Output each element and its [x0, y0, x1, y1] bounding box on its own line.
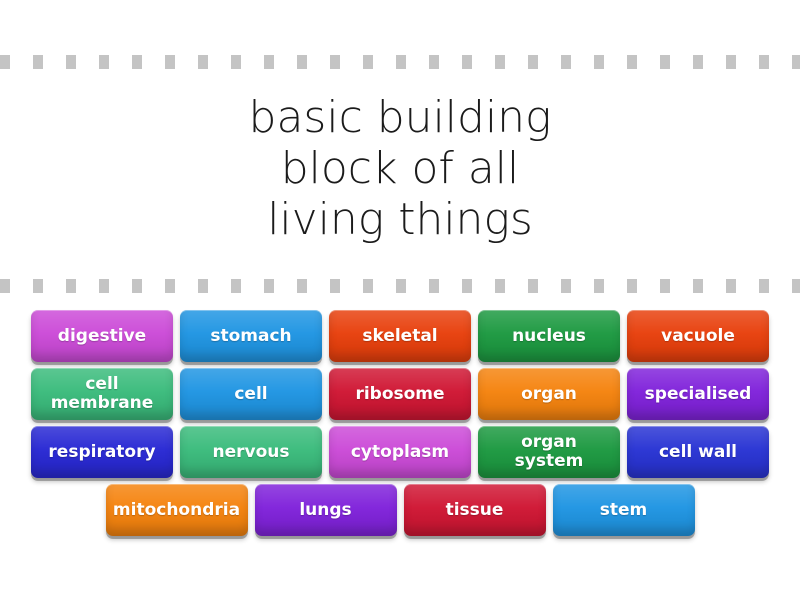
dash-segment: [165, 279, 175, 293]
dash-segment: [99, 55, 109, 69]
dash-segment: [297, 55, 307, 69]
dash-segment: [165, 55, 175, 69]
dash-segment: [594, 279, 604, 293]
dash-segment: [396, 279, 406, 293]
answer-tile-label: nervous: [212, 441, 290, 462]
dash-segment: [462, 55, 472, 69]
dash-segment: [297, 279, 307, 293]
answer-tile[interactable]: cell wall: [627, 426, 769, 478]
dash-segment: [66, 55, 76, 69]
answer-tile[interactable]: nucleus: [478, 310, 620, 362]
dash-segment: [0, 279, 10, 293]
dash-segment: [231, 55, 241, 69]
answer-tile[interactable]: vacuole: [627, 310, 769, 362]
top-dashed-rule: [0, 55, 800, 69]
answer-tile[interactable]: organ system: [478, 426, 620, 478]
answer-tile[interactable]: stem: [552, 484, 695, 536]
answer-tile-row: digestive stomach skeletal nucleus vacuole: [0, 310, 800, 362]
answer-tile-label: stomach: [210, 325, 292, 346]
answer-tile-label: organ system: [514, 432, 584, 471]
answer-tile[interactable]: tissue: [403, 484, 546, 536]
dash-segment: [198, 279, 208, 293]
dash-segment: [198, 55, 208, 69]
dash-segment: [363, 279, 373, 293]
answer-tile-label: mitochondria: [112, 499, 241, 520]
answer-tile[interactable]: cell membrane: [31, 368, 173, 420]
answer-tile-label: nucleus: [512, 325, 586, 346]
dash-segment: [429, 55, 439, 69]
answer-tile-label: respiratory: [48, 441, 156, 462]
answer-tile[interactable]: mitochondria: [105, 484, 248, 536]
answer-tile-label: skeletal: [362, 325, 438, 346]
answer-tile-label: digestive: [57, 325, 147, 346]
dash-segment: [231, 279, 241, 293]
dash-segment: [66, 279, 76, 293]
dash-segment: [396, 55, 406, 69]
dash-segment: [264, 279, 274, 293]
answer-tile-label: ribosome: [355, 383, 445, 404]
answer-tile-label: cell membrane: [50, 374, 154, 413]
dash-segment: [726, 279, 736, 293]
bottom-dashed-rule: [0, 279, 800, 293]
answer-tile-row: respiratory nervous cytoplasm organ system c…: [0, 426, 800, 478]
dash-segment: [759, 55, 769, 69]
dash-segment: [693, 279, 703, 293]
dash-segment: [99, 279, 109, 293]
answer-tile[interactable]: organ: [478, 368, 620, 420]
dash-segment: [495, 279, 505, 293]
dash-segment: [726, 55, 736, 69]
dash-segment: [660, 55, 670, 69]
dash-segment: [330, 279, 340, 293]
dash-segment: [792, 279, 800, 293]
answer-tile-row: mitochondria lungs tissue stem: [0, 484, 800, 536]
answer-tile-label: organ: [521, 383, 577, 404]
dash-segment: [330, 55, 340, 69]
answer-tile-label: tissue: [445, 499, 504, 520]
dash-segment: [462, 279, 472, 293]
dash-segment: [561, 279, 571, 293]
dash-segment: [132, 279, 142, 293]
answer-tile-board: digestive stomach skeletal nucleus vacuole ce…: [0, 310, 800, 542]
answer-tile-label: stem: [599, 499, 648, 520]
answer-tile-label: cell: [234, 383, 268, 404]
dash-segment: [495, 55, 505, 69]
dash-segment: [627, 279, 637, 293]
answer-tile-label: cytoplasm: [350, 441, 450, 462]
dash-segment: [594, 55, 604, 69]
dash-segment: [759, 279, 769, 293]
answer-tile[interactable]: cell: [180, 368, 322, 420]
answer-tile[interactable]: ribosome: [329, 368, 471, 420]
dash-segment: [561, 55, 571, 69]
answer-tile[interactable]: skeletal: [329, 310, 471, 362]
dash-segment: [792, 55, 800, 69]
answer-tile-label: lungs: [299, 499, 352, 520]
answer-tile[interactable]: stomach: [180, 310, 322, 362]
answer-tile[interactable]: respiratory: [31, 426, 173, 478]
answer-tile[interactable]: specialised: [627, 368, 769, 420]
answer-tile[interactable]: digestive: [31, 310, 173, 362]
dash-segment: [33, 279, 43, 293]
dash-segment: [0, 55, 10, 69]
dash-segment: [528, 55, 538, 69]
answer-tile[interactable]: cytoplasm: [329, 426, 471, 478]
prompt-text: basic building block of all living thing…: [248, 92, 552, 245]
dash-segment: [33, 55, 43, 69]
dash-segment: [264, 55, 274, 69]
dash-segment: [429, 279, 439, 293]
dash-segment: [627, 55, 637, 69]
answer-tile-label: specialised: [644, 383, 752, 404]
answer-tile-row: cell membrane cell ribosome organ specialise…: [0, 368, 800, 420]
dash-segment: [660, 279, 670, 293]
dash-segment: [528, 279, 538, 293]
dash-segment: [132, 55, 142, 69]
answer-tile-label: vacuole: [661, 325, 735, 346]
answer-tile-label: cell wall: [658, 441, 737, 462]
answer-tile[interactable]: nervous: [180, 426, 322, 478]
answer-tile[interactable]: lungs: [254, 484, 397, 536]
dash-segment: [363, 55, 373, 69]
dash-segment: [693, 55, 703, 69]
